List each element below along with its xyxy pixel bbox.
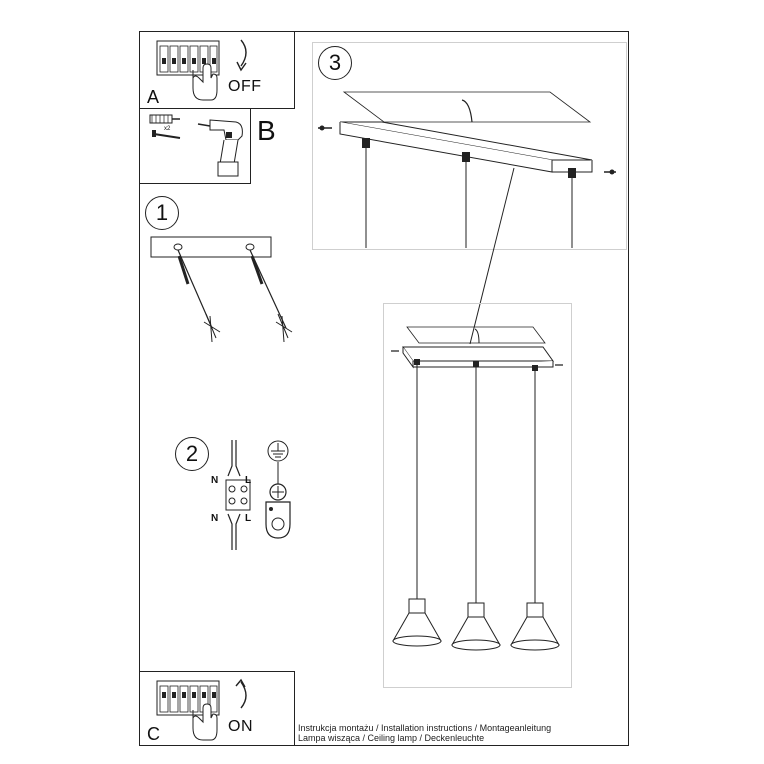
step-3-panel: [312, 42, 627, 250]
wire-label-l-bottom: L: [245, 513, 252, 524]
step-c-letter: C: [147, 724, 160, 744]
screw-anchor-icon: [149, 114, 181, 139]
step-a-off-label: OFF: [228, 78, 262, 95]
wire-label-n-top: N: [211, 475, 219, 486]
drill-icon: [197, 119, 243, 177]
step-2-number: 2: [175, 437, 209, 471]
footer-line-1: Instrukcja montażu / Installation instru…: [298, 723, 552, 733]
footer: Instrukcja montażu / Installation instru…: [298, 723, 551, 743]
breaker-off-icon: [156, 39, 247, 101]
step-a-letter: A: [147, 87, 160, 107]
terminal-block-icon: [225, 440, 251, 550]
wire-label-n-bottom: N: [211, 513, 219, 524]
mounting-plate-illustration: [150, 236, 293, 343]
step-b-letter: B: [257, 115, 276, 146]
wire-label-l-top: L: [245, 475, 252, 486]
ceiling-lamp-illustration: [391, 326, 563, 651]
screw-count: x2: [164, 126, 171, 132]
canopy-bar-detail-illustration: [318, 91, 616, 345]
step-1-number: 1: [145, 196, 179, 230]
lamp-overview-panel: [383, 303, 572, 688]
breaker-on-icon: [156, 678, 247, 741]
step-c-on-label: ON: [228, 718, 253, 735]
ground-terminal-icon: [265, 440, 291, 539]
instruction-sheet-frame: [139, 31, 629, 746]
step-3-number: 3: [318, 46, 352, 80]
footer-line-2: Lampa wisząca / Ceiling lamp / Deckenleu…: [298, 733, 485, 743]
